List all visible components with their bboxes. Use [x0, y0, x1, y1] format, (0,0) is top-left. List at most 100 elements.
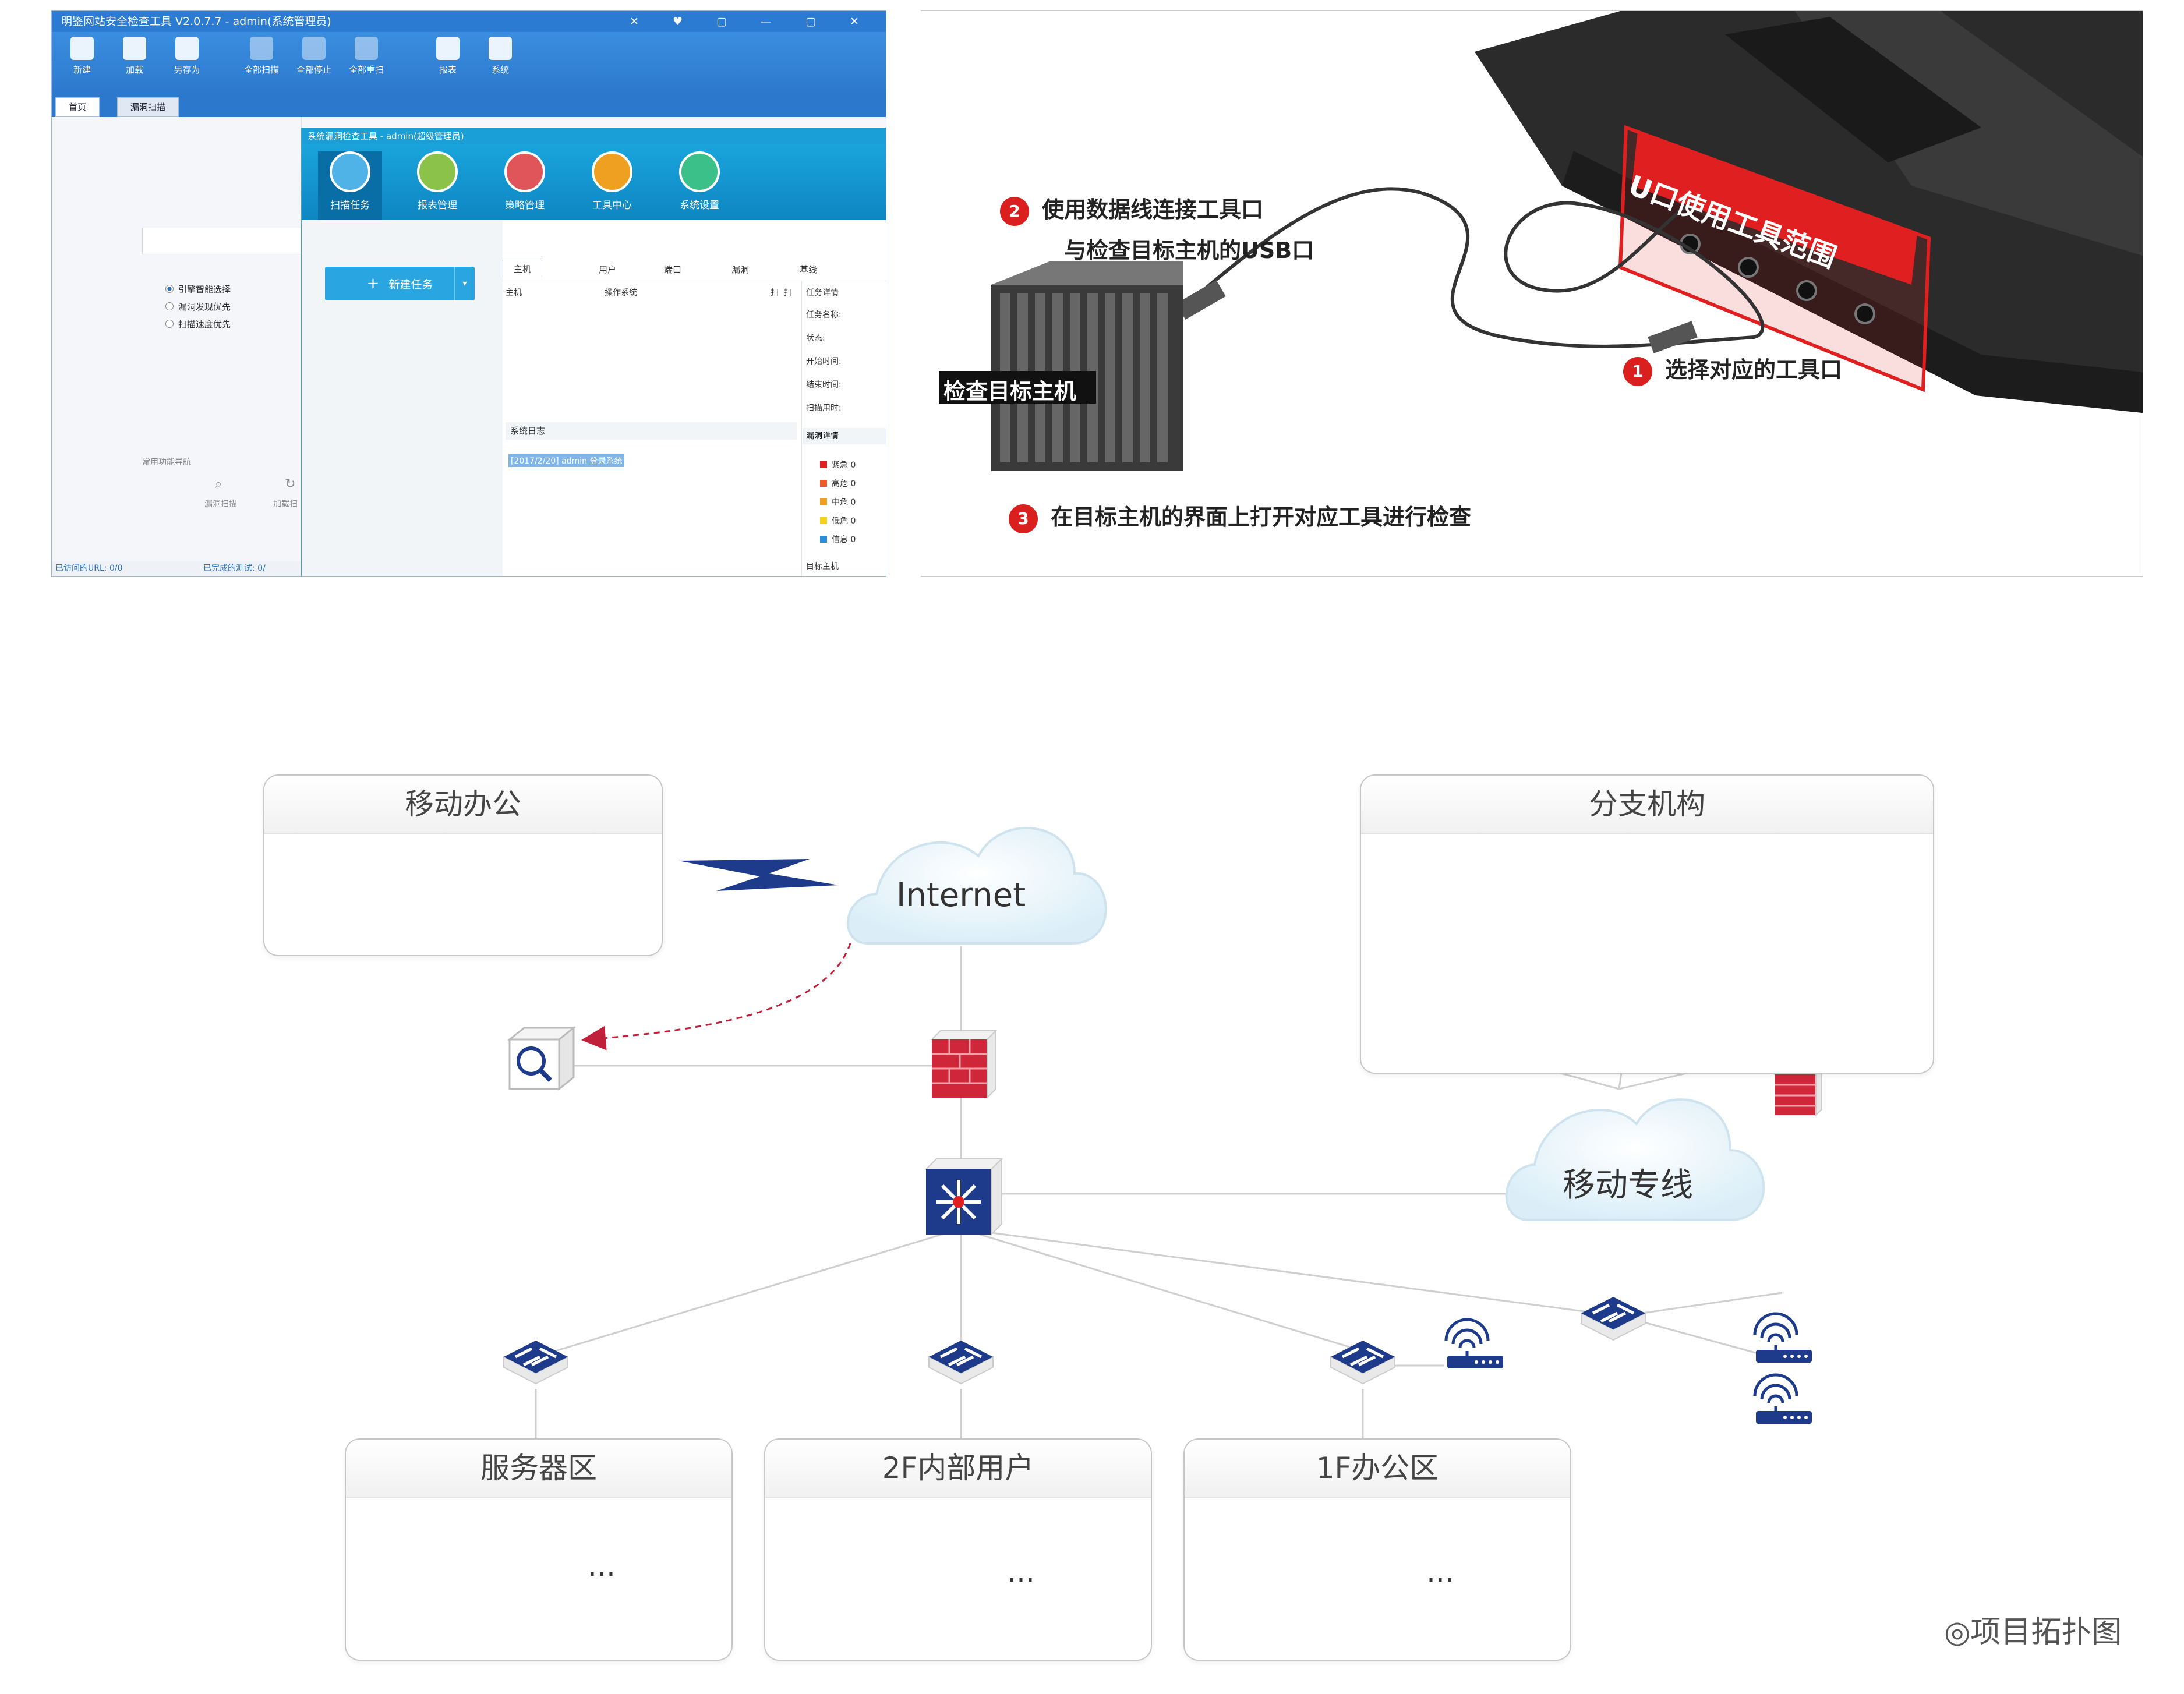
ribbon-scan-all-button[interactable]: 全部扫描	[238, 37, 285, 76]
tab-home[interactable]: 首页	[55, 97, 100, 117]
ap-led	[1783, 1416, 1787, 1419]
switch-arrow	[1366, 1347, 1384, 1359]
policy-manage-button[interactable]: 策略管理	[493, 151, 557, 211]
ribbon-load-button[interactable]: 加载	[111, 37, 158, 76]
inner-scan-window: 系统漏洞检查工具 - admin(超级管理员) 扫描任务 报表管理 策略管理 工…	[301, 128, 886, 576]
scan-icon	[250, 37, 273, 60]
report-manage-button[interactable]: 报表管理	[405, 151, 469, 211]
tab-vuln[interactable]: 漏洞	[731, 264, 750, 275]
rescan-icon	[355, 37, 378, 60]
magnifier-icon	[517, 1046, 546, 1076]
laptop-illustration	[939, 11, 2143, 471]
ribbon-new-button[interactable]: 新建	[59, 37, 105, 76]
ap-wave	[1760, 1384, 1791, 1400]
internet-label: Internet	[896, 876, 1026, 914]
col-scan: 扫	[771, 288, 779, 298]
log-header: 系统日志	[506, 422, 797, 440]
link-wifi-ap2	[1642, 1292, 1783, 1314]
detail-task-name: 任务名称:	[806, 310, 842, 320]
step-2-badge: 2	[1000, 196, 1029, 226]
ribbon-stop-all-button[interactable]: 全部停止	[291, 37, 337, 76]
step-3-badge: 3	[1009, 504, 1038, 533]
floor1-box: 1F办公区 …	[1183, 1438, 1571, 1661]
app-titlebar: 明鉴网站安全检查工具 V2.0.7.7 - admin(系统管理员) ✕ ♥ ▢…	[52, 11, 886, 32]
switch-arrow	[1341, 1347, 1360, 1359]
usb-port	[1738, 257, 1759, 278]
tab-port[interactable]: 端口	[664, 264, 682, 275]
tab-host[interactable]: 主机	[503, 260, 543, 277]
vuln-high: 高危 0	[820, 478, 856, 489]
ap-led	[1797, 1416, 1801, 1419]
ribbon-report-button[interactable]: 报表	[425, 37, 471, 76]
detail-duration: 扫描用时:	[806, 404, 842, 413]
ap-wave	[1767, 1333, 1784, 1342]
usb-cable	[1188, 187, 1765, 348]
col-os: 操作系统	[605, 288, 637, 298]
url-input[interactable]	[142, 228, 302, 254]
chevron-down-icon[interactable]: ▾	[454, 267, 475, 300]
nav-item-scan[interactable]: 漏洞扫描	[204, 500, 237, 509]
switch-top	[929, 1341, 993, 1373]
branch-box: 分支机构	[1360, 774, 1934, 1074]
app-tab-row: 首页 漏洞扫描	[52, 96, 886, 117]
scanner-app-window: 明鉴网站安全检查工具 V2.0.7.7 - admin(系统管理员) ✕ ♥ ▢…	[51, 10, 886, 577]
ap-led	[1496, 1360, 1499, 1364]
radio-engine-auto[interactable]: 引擎智能选择	[165, 283, 231, 295]
new-task-button[interactable]: +新建任务▾	[325, 267, 475, 300]
core-switch-center	[953, 1196, 964, 1208]
step-1-badge: 1	[1623, 356, 1652, 386]
ap-led	[1804, 1355, 1808, 1358]
ap-wave	[1753, 1312, 1798, 1335]
mobile-line-cloud	[1505, 1098, 1765, 1221]
scan-task-button[interactable]: 扫描任务	[318, 151, 382, 220]
internet-cloud	[847, 827, 1107, 945]
ap-led	[1797, 1355, 1801, 1358]
firewall-side	[1815, 1067, 1822, 1117]
ap-led	[1783, 1355, 1787, 1358]
stop-icon	[302, 37, 326, 60]
radio-vuln-first[interactable]: 漏洞发现优先	[165, 300, 231, 313]
tool-center-button[interactable]: 工具中心	[580, 151, 644, 211]
server-blade	[1157, 293, 1168, 462]
internet-cloud-shape	[847, 827, 1107, 945]
new-icon	[70, 37, 94, 60]
ap-wave	[1451, 1328, 1483, 1345]
target-host-label: 目标主机	[806, 562, 839, 571]
tab-user[interactable]: 用户	[599, 264, 617, 275]
switch-top	[504, 1341, 568, 1373]
switch-icon	[1330, 1341, 1395, 1385]
radio-speed-first[interactable]: 扫描速度优先	[165, 318, 231, 330]
info-swatch	[820, 536, 827, 543]
tab-vuln-scan[interactable]: 漏洞扫描	[117, 97, 179, 117]
wireless-ap-icon	[1753, 1312, 1812, 1363]
app-title: 明鉴网站安全检查工具 V2.0.7.7 - admin(系统管理员)	[61, 15, 331, 28]
step-2-line2: 与检查目标主机的USB口	[1064, 238, 1314, 263]
window-controls[interactable]: ✕ ♥ ▢ — ▢ ✕	[630, 15, 874, 28]
ribbon-rescan-all-button[interactable]: 全部重扫	[343, 37, 390, 76]
ribbon-saveas-button[interactable]: 另存为	[164, 37, 210, 76]
ap-wave	[1444, 1318, 1490, 1341]
server-label: 检查目标主机	[943, 379, 1077, 404]
tab-baseline[interactable]: 基线	[800, 264, 818, 275]
floor2-box: 2F内部用户 …	[764, 1438, 1152, 1661]
switch-arrow	[1349, 1355, 1368, 1367]
nav-item-load[interactable]: 加载扫	[273, 500, 298, 509]
server-zone-box: 服务器区 …	[345, 1438, 733, 1661]
vuln-medium: 中危 0	[820, 496, 856, 508]
keyboard-area	[1725, 17, 1981, 162]
vuln-critical: 紧急 0	[820, 459, 856, 471]
ribbon-system-button[interactable]: 系统	[477, 37, 524, 76]
high-swatch	[820, 480, 827, 487]
switch-arrow	[514, 1347, 533, 1359]
ap-led	[1489, 1360, 1492, 1364]
switch-icon	[1581, 1297, 1646, 1341]
link-core-wifi-switch	[960, 1228, 1620, 1317]
switch-arrow	[939, 1347, 958, 1359]
system-settings-button[interactable]: 系统设置	[667, 151, 731, 211]
col-host: 主机	[506, 288, 522, 298]
magnifier-icon	[330, 151, 370, 192]
switch-icon	[928, 1341, 994, 1385]
